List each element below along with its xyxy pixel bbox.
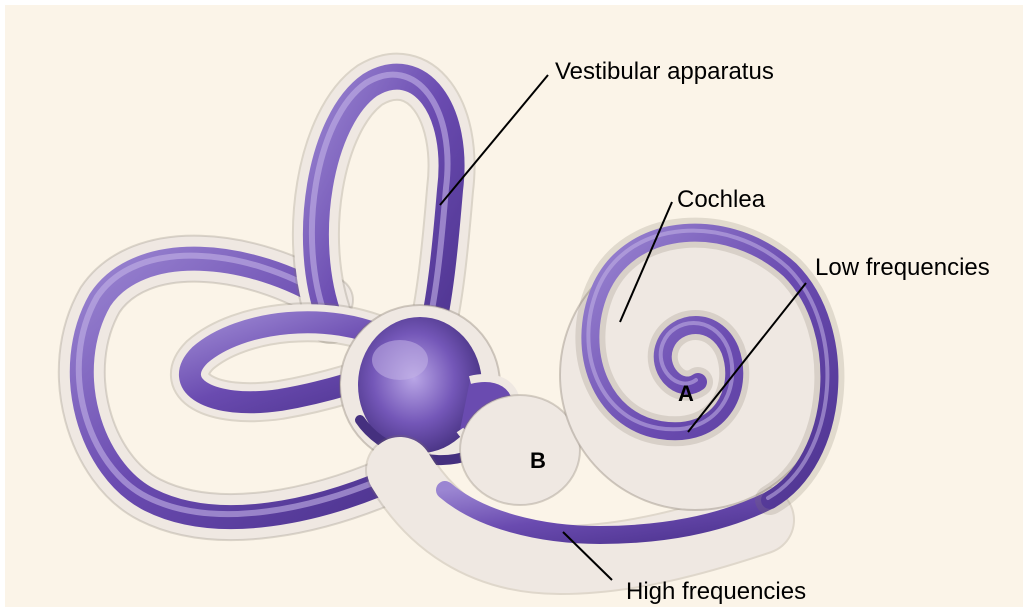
label-point-a: A	[678, 381, 694, 406]
label-high-frequencies: High frequencies	[626, 578, 806, 605]
cochlea	[560, 231, 830, 510]
label-point-b: B	[530, 448, 546, 473]
label-low-frequencies: Low frequencies	[815, 254, 990, 281]
label-cochlea: Cochlea	[677, 186, 766, 213]
label-vestibular-apparatus: Vestibular apparatus	[555, 58, 774, 85]
